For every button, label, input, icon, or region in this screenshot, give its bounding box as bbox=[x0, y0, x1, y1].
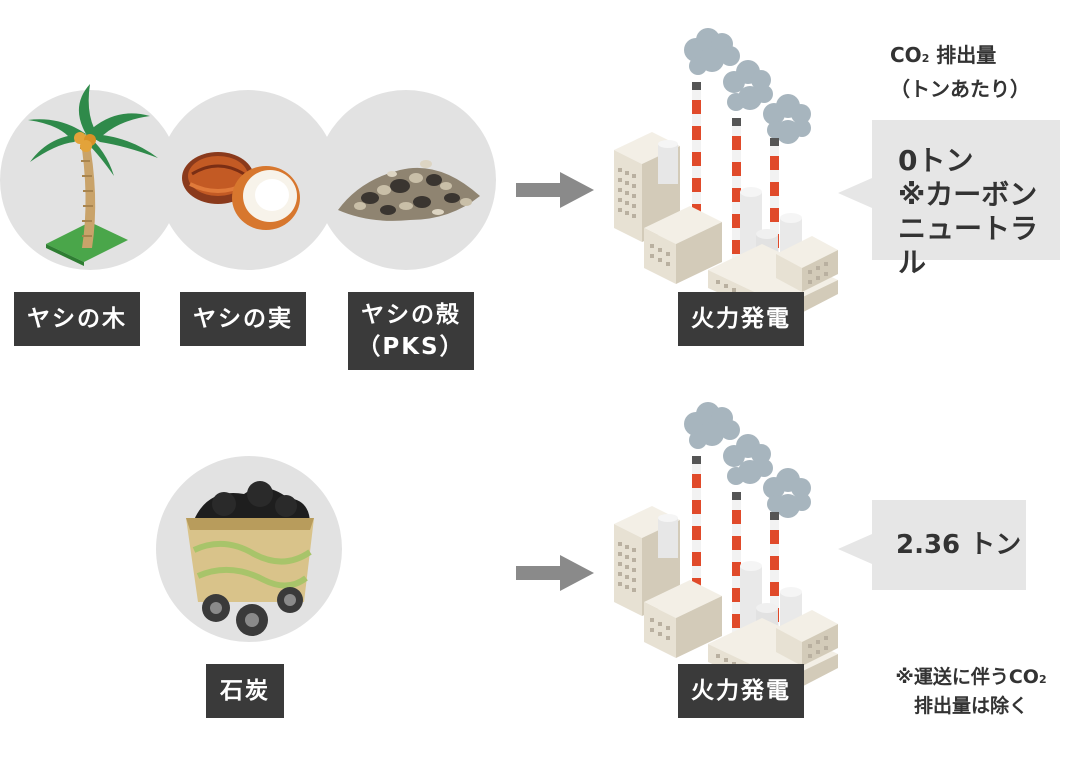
emission-bubble-coal: 2.36 トン bbox=[838, 500, 1026, 590]
coconut-icon bbox=[182, 152, 300, 230]
arrow-right-icon-2 bbox=[516, 555, 594, 591]
coal-cart-icon bbox=[186, 481, 314, 636]
pks-label: ヤシの殻 （PKS） bbox=[348, 292, 474, 370]
thermal-power-label: 火力発電 bbox=[678, 292, 804, 346]
emission-bubble-biomass: 0トン ※カーボン ニュートラル bbox=[838, 120, 1060, 279]
transport-exclusion-note: ※運送に伴うCO2 排出量は除く bbox=[895, 666, 1047, 717]
arrow-right-icon bbox=[516, 172, 594, 208]
power-plant-icon-2 bbox=[614, 402, 838, 696]
palm-kernel-shell-icon bbox=[338, 160, 480, 221]
coconut-label: ヤシの実 bbox=[180, 292, 306, 346]
palm-tree-icon bbox=[28, 84, 158, 266]
co2-emission-header: CO2 排出量 （トンあたり） bbox=[890, 43, 1030, 101]
thermal-power-label-2: 火力発電 bbox=[678, 664, 804, 718]
power-plant-icon bbox=[614, 28, 838, 322]
palm-tree-label: ヤシの木 bbox=[14, 292, 140, 346]
coal-label: 石炭 bbox=[206, 664, 284, 718]
